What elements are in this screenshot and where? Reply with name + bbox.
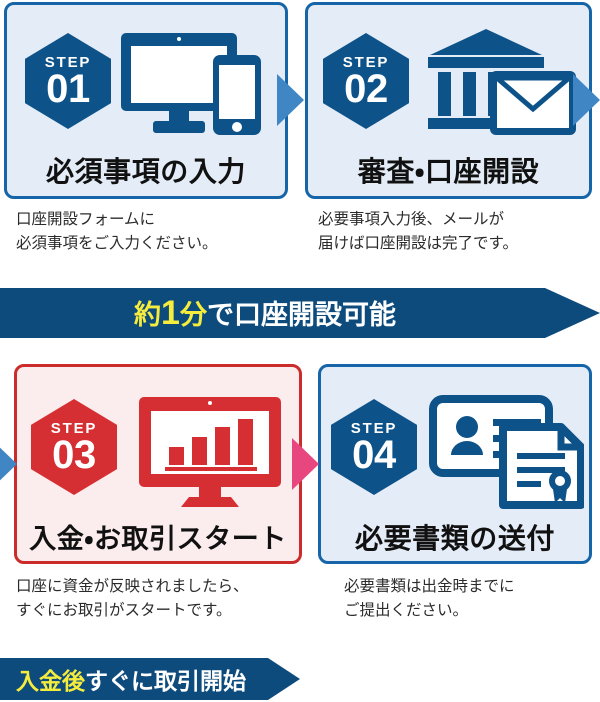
step-badge-word: STEP [44,53,92,71]
arrow-step3-to-step4 [292,438,319,490]
banner-accent-suffix: 分 [179,300,207,330]
step-badge-number: 04 [352,432,396,477]
banner-rest-text: で口座開設可能 [206,300,396,330]
step-card-1[interactable]: STEP 01 必須事項の入力 [4,2,288,199]
step-badge-number: 03 [52,432,96,477]
step-card-title-1: 必須事項の入力 [46,156,246,187]
step-card-title-3: 入金・お取引スタート [29,524,287,554]
bank-envelope-icon [416,23,581,144]
step-badge-number: 01 [46,66,90,111]
step-card-4[interactable]: STEP 04 必要書類の送付 [318,364,592,564]
step-card-2[interactable]: STEP 02 審査・口座開設 [305,2,592,199]
banner-text: 約1分で口座開設可能 [0,293,600,333]
step-badge-4: STEP 04 [331,399,417,495]
arrow-step2-to-step3 [573,74,600,126]
step-badge-3: STEP 03 [31,399,117,495]
banner-accent-text: 入金後 [16,668,85,694]
banner-rest-text: すぐに取引開始 [85,668,246,694]
desktop-mobile-icon [117,29,277,144]
step-badge-word: STEP [342,53,390,71]
banner-account-open-time: 約1分で口座開設可能 [0,288,600,338]
step-description-1: 口座開設フォームに 必須事項をご入力ください。 [16,211,218,253]
arrow-step1-to-step2 [277,74,304,126]
monitor-barchart-icon [135,393,285,514]
step-card-3[interactable]: STEP 03 入金・お取引スタート [14,364,302,564]
step-badge-word: STEP [50,419,98,437]
banner-text: 入金後すぐに取引開始 [0,662,300,696]
step-badge-word: STEP [350,419,398,437]
step-description-3: 口座に資金が反映されましたら、 すぐにお取引がスタートです。 [16,578,249,620]
banner-accent-number: 1 [161,294,180,332]
banner-trading-start: 入金後すぐに取引開始 [0,658,300,700]
id-card-document-icon [429,393,585,516]
arrow-into-step3 [0,438,17,490]
step-description-4: 必要書類は出金時までに ご提出ください。 [344,578,515,620]
step-description-2: 必要事項入力後、メールが 届けば口座開設は完了です。 [318,211,518,253]
step-badge-1: STEP 01 [25,33,111,129]
step-badge-2: STEP 02 [323,33,409,129]
step-card-title-2: 審査・口座開設 [357,156,540,187]
banner-accent-prefix: 約 [134,300,162,330]
step-card-title-4: 必要書類の送付 [355,523,555,554]
step-badge-number: 02 [344,66,388,111]
